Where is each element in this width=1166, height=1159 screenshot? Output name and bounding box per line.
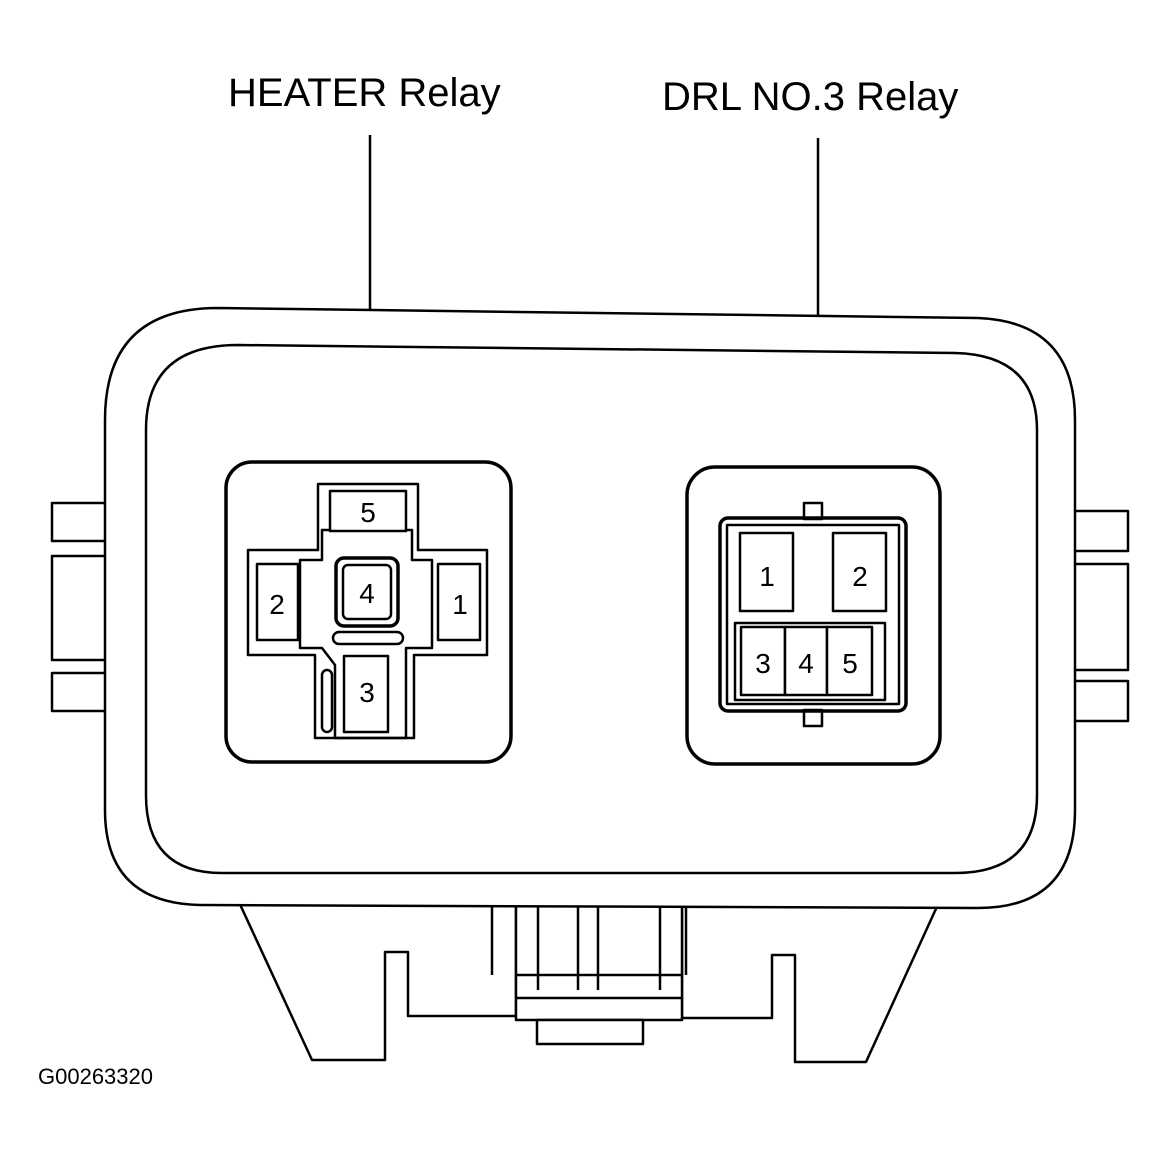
heater-pin-2: 2: [255, 562, 300, 642]
heater-relay-label: HEATER Relay: [228, 71, 501, 115]
heater-key-slot: [331, 630, 405, 646]
svg-text:1: 1: [759, 561, 775, 592]
drl-pin-4: 4: [783, 625, 829, 697]
right-side-tabs: [1068, 509, 1130, 723]
drl-lower-pin-block: [733, 621, 887, 702]
svg-text:4: 4: [798, 648, 814, 679]
figure-id: G00263320: [38, 1064, 153, 1089]
heater-pin-1: 1: [436, 562, 482, 642]
drl-relay-socket: [685, 465, 942, 766]
heater-pin-3: 3: [342, 654, 390, 734]
drl-pin-2: 2: [831, 531, 888, 613]
heater-pin-5: 5: [328, 489, 408, 533]
relay-block-outer-housing: [103, 306, 1077, 910]
svg-text:2: 2: [852, 561, 868, 592]
left-side-tabs: [50, 501, 112, 713]
heater-relay-socket: [224, 460, 513, 764]
drl-pin-1: 1: [738, 531, 795, 613]
svg-text:1: 1: [452, 589, 468, 620]
drl-pin-3: 3: [739, 625, 787, 697]
bottom-connector-housing: [236, 898, 942, 1064]
svg-text:4: 4: [359, 578, 375, 609]
drl-relay-label: DRL NO.3 Relay: [662, 75, 958, 119]
svg-text:3: 3: [359, 677, 375, 708]
svg-text:5: 5: [360, 497, 376, 528]
drl-pin-5: 5: [825, 625, 874, 697]
svg-text:2: 2: [269, 589, 285, 620]
heater-pin-4: 4: [334, 556, 400, 628]
svg-text:5: 5: [842, 648, 858, 679]
heater-side-slot: [320, 668, 334, 734]
svg-text:3: 3: [755, 648, 771, 679]
relay-block-inner-face: [144, 343, 1039, 875]
